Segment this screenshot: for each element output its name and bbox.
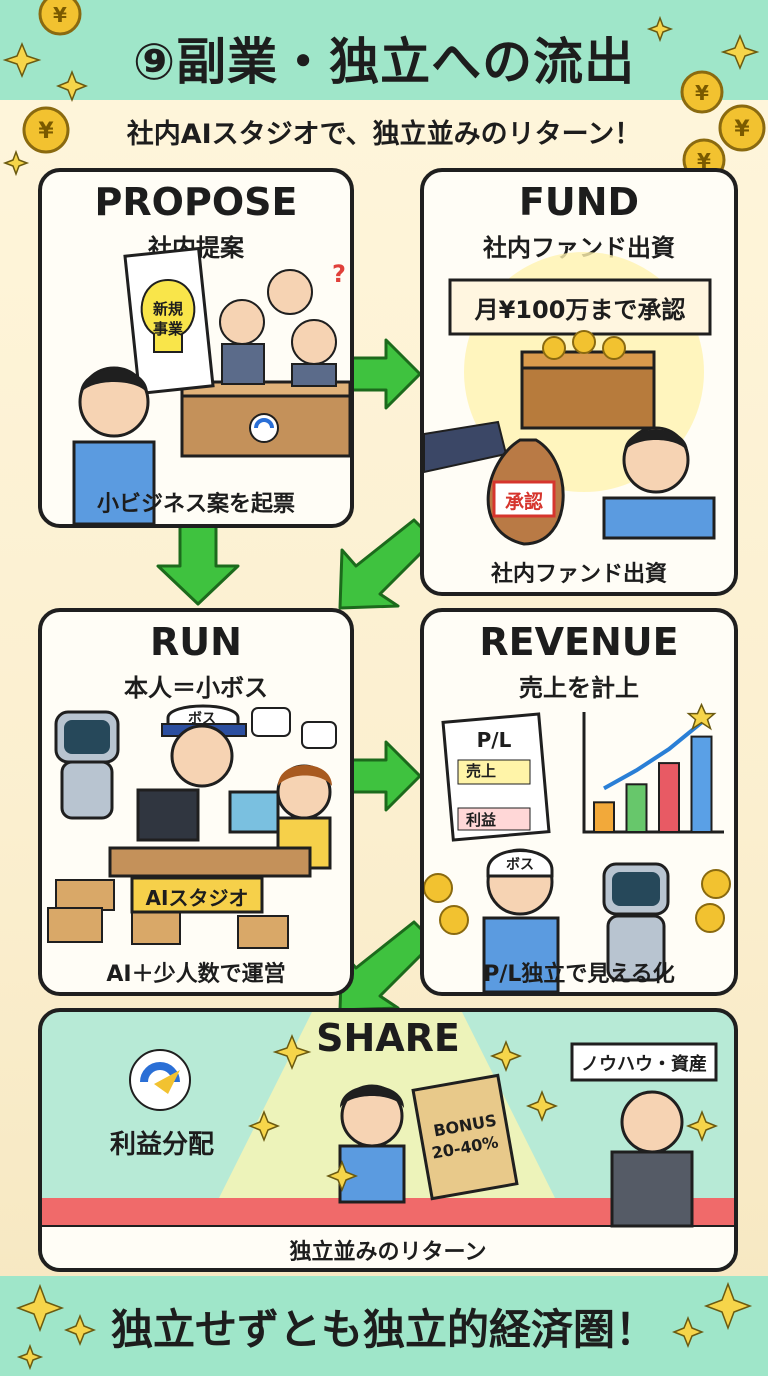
sparkle-icon bbox=[671, 1315, 705, 1349]
sparkle-icon bbox=[247, 1109, 281, 1143]
growth-chart bbox=[582, 702, 724, 834]
yen-coin-icon: ¥ bbox=[38, 0, 82, 36]
fund-panel: FUND 社内ファンド出資 月¥100万まで承認 承認 社内ファンド出資 bbox=[420, 168, 738, 596]
header-band bbox=[0, 0, 768, 100]
panel-caption: 小ビジネス案を起票 bbox=[96, 492, 295, 517]
sparkle-icon bbox=[55, 69, 89, 103]
svg-text:¥: ¥ bbox=[734, 117, 750, 142]
panel-title: SHARE bbox=[316, 1016, 460, 1060]
footer-slogan: 独立せずとも独立的経済圏！ bbox=[110, 1305, 657, 1354]
green-arrow-icon bbox=[346, 740, 422, 812]
propose-panel: PROPOSE 社内提案 ? 新規 事業 小ビジネス案を起票 bbox=[38, 168, 354, 528]
panel-caption: 社内ファンド出資 bbox=[490, 562, 667, 587]
footer-band bbox=[0, 1276, 768, 1376]
star-icon bbox=[686, 702, 717, 731]
revenue-illustration bbox=[424, 702, 731, 992]
idea-sign-line2: 事業 bbox=[152, 320, 183, 338]
panel-title: RUN bbox=[150, 620, 242, 664]
yen-coin-icon: ¥ bbox=[22, 106, 70, 154]
sparkle-icon bbox=[525, 1089, 559, 1123]
run-illustration bbox=[47, 704, 337, 949]
idea-sign-line1: 新規 bbox=[152, 300, 183, 318]
chart-bar bbox=[690, 735, 713, 833]
pl-sales-label: 売上 bbox=[465, 762, 496, 780]
green-arrow-icon bbox=[156, 524, 240, 606]
panel-title: REVENUE bbox=[479, 620, 679, 664]
svg-text:¥: ¥ bbox=[695, 81, 709, 105]
sparkle-icon bbox=[16, 1343, 44, 1371]
sparkle-icon bbox=[720, 34, 760, 70]
company-logo-icon bbox=[129, 1049, 191, 1111]
panel-subtitle: 本人＝小ボス bbox=[124, 674, 268, 702]
panel-caption: 独立並みのリターン bbox=[289, 1240, 487, 1265]
cap-label: ボス bbox=[188, 711, 216, 727]
svg-text:¥: ¥ bbox=[53, 3, 67, 27]
approval-banner: 月¥100万まで承認 bbox=[474, 296, 686, 324]
sparkle-icon bbox=[63, 1313, 97, 1347]
company-logo-icon bbox=[249, 413, 279, 443]
sparkle-icon bbox=[272, 1034, 312, 1070]
yen-coin-icon: ¥ bbox=[718, 104, 766, 152]
pl-profit-label: 利益 bbox=[465, 811, 496, 829]
cap-label: ボス bbox=[506, 857, 534, 873]
chart-bar bbox=[658, 762, 680, 834]
approval-stamp: 承認 bbox=[504, 491, 543, 513]
page-title: ⑨副業・独立への流出 bbox=[132, 33, 636, 91]
panel-title: FUND bbox=[518, 180, 640, 224]
sparkle-icon bbox=[685, 1109, 719, 1143]
robot-icon bbox=[602, 862, 670, 982]
robot-icon bbox=[54, 710, 120, 820]
trend-line bbox=[603, 721, 703, 791]
sparkle-icon bbox=[703, 1281, 753, 1331]
propose-illustration: ? bbox=[72, 246, 350, 524]
page-subtitle: 社内AIスタジオで、独立並みのリターン！ bbox=[126, 119, 642, 150]
panel-title: PROPOSE bbox=[94, 180, 298, 224]
share-illustration bbox=[42, 1012, 734, 1268]
revenue-panel: REVENUE 売上を計上 P/L 売上 利益 ボス P/L独立で見える化 bbox=[420, 608, 738, 996]
knowhow-sign: ノウハウ・資産 bbox=[581, 1054, 707, 1075]
sparkle-icon bbox=[646, 15, 674, 43]
panel-subtitle: 売上を計上 bbox=[519, 674, 639, 702]
sparkle-icon bbox=[2, 42, 42, 78]
pl-title: P/L bbox=[476, 728, 512, 752]
panel-caption: AI＋少人数で運営 bbox=[106, 962, 286, 987]
chart-bar bbox=[593, 801, 615, 834]
green-arrow-icon bbox=[346, 338, 422, 410]
sparkle-icon bbox=[325, 1159, 359, 1193]
ai-studio-sign: AIスタジオ bbox=[145, 886, 249, 910]
run-panel: RUN 本人＝小ボス ボス AIスタジオ AI＋少人数で運営 bbox=[38, 608, 354, 996]
panel-caption: P/L独立で見える化 bbox=[483, 962, 675, 987]
svg-text:?: ? bbox=[332, 260, 346, 288]
sparkle-icon bbox=[489, 1039, 523, 1073]
yen-coin-icon: ¥ bbox=[680, 70, 724, 114]
sparkle-icon bbox=[2, 149, 30, 177]
sparkle-icon bbox=[15, 1283, 65, 1333]
share-panel: SHARE 利益分配 BONUS 20-40% ノウハウ・資産 独立並みのリター… bbox=[38, 1008, 738, 1272]
fund-illustration bbox=[424, 252, 716, 546]
svg-text:¥: ¥ bbox=[38, 119, 54, 144]
profit-share-label: 利益分配 bbox=[109, 1130, 214, 1160]
chart-bar bbox=[625, 783, 648, 834]
svg-text:¥: ¥ bbox=[697, 149, 711, 173]
